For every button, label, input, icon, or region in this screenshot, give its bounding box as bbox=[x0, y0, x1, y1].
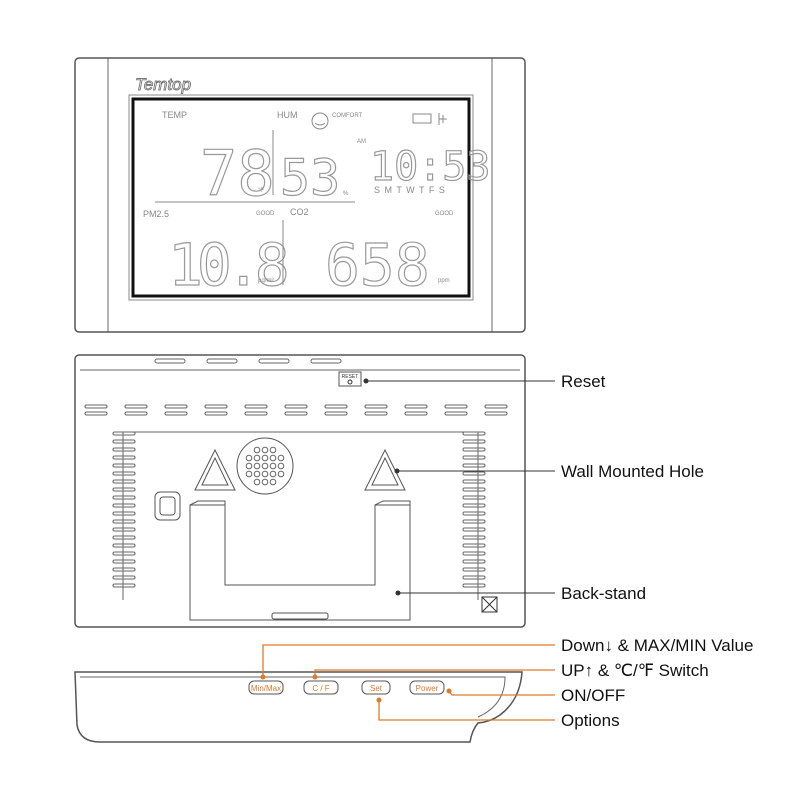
front-view: Temtop TEMP HUM COMFORT 78 °F 53 % AM 10… bbox=[74, 57, 526, 333]
pm25-value: 10.8 bbox=[168, 231, 287, 299]
weekday-indicator: S M T W T F S bbox=[374, 185, 446, 195]
callout-on-off: ON/OFF bbox=[561, 686, 625, 705]
battery-icon bbox=[412, 113, 432, 124]
reset-button-label: RESET bbox=[342, 374, 359, 380]
pm25-label: PM2.5 bbox=[143, 209, 169, 219]
callout-reset: Reset bbox=[561, 372, 606, 391]
temp-unit: °F bbox=[258, 188, 264, 194]
brand-logo: Temtop bbox=[135, 75, 191, 94]
lcd-screen bbox=[131, 97, 471, 298]
power-button[interactable] bbox=[409, 680, 445, 695]
plug-icon bbox=[438, 113, 447, 125]
reset-button[interactable] bbox=[338, 371, 362, 387]
callout-minmax: Down↓ & MAX/MIN Value bbox=[561, 636, 753, 655]
temp-value: 78 bbox=[200, 137, 275, 210]
wall-hole-left bbox=[194, 448, 236, 491]
callout-wall-mounted-hole: Wall Mounted Hole bbox=[561, 462, 704, 481]
minmax-button-label: Min/Max bbox=[251, 684, 281, 693]
co2-label: CO2 bbox=[290, 207, 309, 217]
hum-unit: % bbox=[343, 191, 349, 197]
set-button[interactable] bbox=[361, 680, 391, 695]
hum-value: 53 bbox=[280, 149, 340, 207]
ampm-indicator: AM bbox=[357, 139, 366, 145]
back-view: RESET Reset Wall Mounted Hole Back-stand bbox=[74, 354, 704, 628]
bottom-view: Min/Max C / F Set Power Down↓ & MAX/MIN … bbox=[74, 636, 753, 743]
power-button-label: Power bbox=[416, 684, 439, 693]
comfort-label: COMFORT bbox=[332, 113, 363, 119]
set-button-label: Set bbox=[370, 684, 383, 693]
minmax-button[interactable] bbox=[248, 680, 284, 695]
co2-unit: ppm bbox=[438, 278, 450, 284]
callout-options: Options bbox=[561, 711, 620, 730]
callout-cf-switch: UP↑ & ℃/℉ Switch bbox=[561, 661, 709, 680]
pm25-unit: µg/m³ bbox=[258, 278, 273, 284]
callout-back-stand: Back-stand bbox=[561, 584, 646, 603]
co2-status: GOOD bbox=[435, 211, 454, 217]
cf-button-label: C / F bbox=[312, 684, 329, 693]
cf-button[interactable] bbox=[303, 680, 339, 695]
clock-time: 10:53 bbox=[370, 144, 490, 190]
speaker-grille-icon bbox=[236, 437, 294, 495]
comfort-face-icon bbox=[311, 112, 329, 130]
pm25-status: GOOD bbox=[256, 211, 275, 217]
temp-label: TEMP bbox=[162, 110, 187, 120]
co2-value: 658 bbox=[325, 231, 430, 299]
hum-label: HUM bbox=[277, 110, 298, 120]
